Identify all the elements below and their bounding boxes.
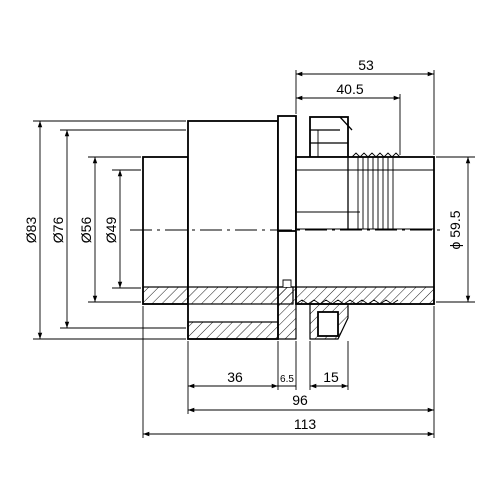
dimension-thread-diameter: ϕ 59.5 xyxy=(436,156,475,303)
dimension-15-label: 15 xyxy=(323,369,339,385)
dimension-96-label: 96 xyxy=(292,392,308,408)
dimension-6-5-label: 6.5 xyxy=(280,374,294,385)
dimension-40-5: 40.5 xyxy=(296,81,401,155)
dimension-d76: Ø76 xyxy=(50,130,70,328)
dimension-d49-label: Ø49 xyxy=(103,217,119,244)
dimension-thread-diameter-label: ϕ 59.5 xyxy=(447,210,463,249)
dimension-36: 36 xyxy=(188,369,278,389)
dimension-d83-label: Ø83 xyxy=(23,217,39,244)
dimension-d49: Ø49 xyxy=(103,170,123,288)
dimension-113-label: 113 xyxy=(294,416,317,432)
dimension-d56-label: Ø56 xyxy=(78,217,94,244)
dimension-113: 113 xyxy=(143,416,434,437)
dimension-53: 53 xyxy=(295,57,435,155)
dimension-15: 15 xyxy=(310,369,348,389)
dimension-96: 96 xyxy=(188,392,434,413)
dimension-6-5: 6.5 xyxy=(278,374,296,387)
section-view xyxy=(142,279,435,340)
extension-lines-left xyxy=(33,120,186,340)
dimension-53-label: 53 xyxy=(358,57,374,73)
dimension-d56: Ø56 xyxy=(78,157,98,302)
dimension-36-label: 36 xyxy=(227,369,243,385)
dimension-d76-label: Ø76 xyxy=(50,217,66,244)
dimension-40-5-label: 40.5 xyxy=(336,81,363,97)
thread-lines xyxy=(351,152,401,229)
dimension-d83: Ø83 xyxy=(23,121,43,339)
extension-lines-bottom xyxy=(142,306,435,438)
